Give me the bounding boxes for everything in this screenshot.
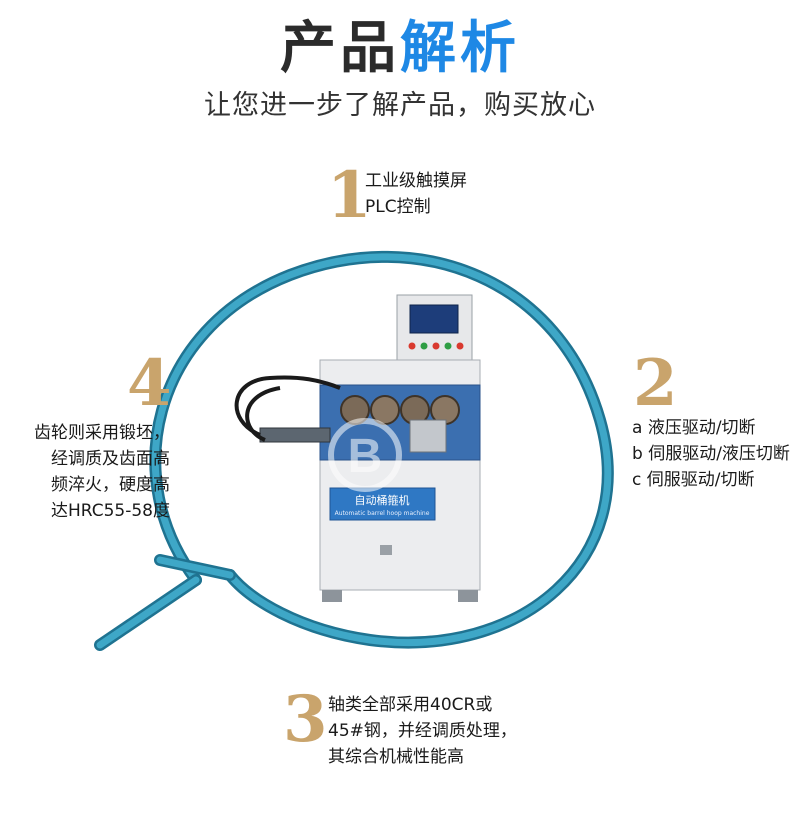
feature-1-text: 工业级触摸屏 PLC控制 [365, 168, 467, 220]
feature-1-number: 1 [327, 158, 372, 233]
page-title-part2: 解析 [400, 16, 520, 81]
page-title-part1: 产品 [280, 16, 400, 81]
machine-panel-label: 自动桶箍机 [355, 493, 410, 507]
feature-4-line: 经调质及齿面高 [51, 449, 170, 469]
page-subtitle: 让您进一步了解产品，购买放心 [204, 90, 596, 121]
feature-2-line: b 伺服驱动/液压切断 [632, 444, 790, 464]
feature-3-line: 轴类全部采用40CR或 [328, 695, 493, 715]
feature-3-number: 3 [283, 682, 328, 757]
watermark-letter: B [348, 430, 383, 483]
brand-watermark: B [328, 418, 402, 492]
feature-4-number: 4 [127, 346, 172, 421]
machine-panel-sublabel: Automatic barrel hoop machine [335, 510, 430, 517]
feature-4-line: 频淬火，硬度高 [51, 475, 170, 495]
feature-3-line: 45#钢，并经调质处理， [328, 721, 517, 741]
feature-4-text: 齿轮则采用锻坯， 经调质及齿面高 频淬火，硬度高 达HRC55-58度 [20, 420, 170, 524]
barrel-hoop [94, 250, 614, 651]
feature-1-line: 工业级触摸屏 [365, 171, 467, 191]
feature-4-line: 达HRC55-58度 [50, 501, 170, 521]
page-title: 产品解析 [0, 14, 800, 84]
feature-2-number: 2 [633, 346, 678, 421]
hoop-machine [234, 294, 481, 602]
feature-2-line: c 伺服驱动/切断 [632, 470, 755, 490]
feature-3-line: 其综合机械性能高 [328, 747, 464, 767]
feature-4-line: 齿轮则采用锻坯， [34, 423, 170, 443]
feature-1-line: PLC控制 [365, 197, 431, 217]
feature-2-line: a 液压驱动/切断 [632, 418, 756, 438]
feature-2-text: a 液压驱动/切断 b 伺服驱动/液压切断 c 伺服驱动/切断 [632, 415, 790, 493]
feature-3-text: 轴类全部采用40CR或 45#钢，并经调质处理， 其综合机械性能高 [328, 692, 517, 770]
